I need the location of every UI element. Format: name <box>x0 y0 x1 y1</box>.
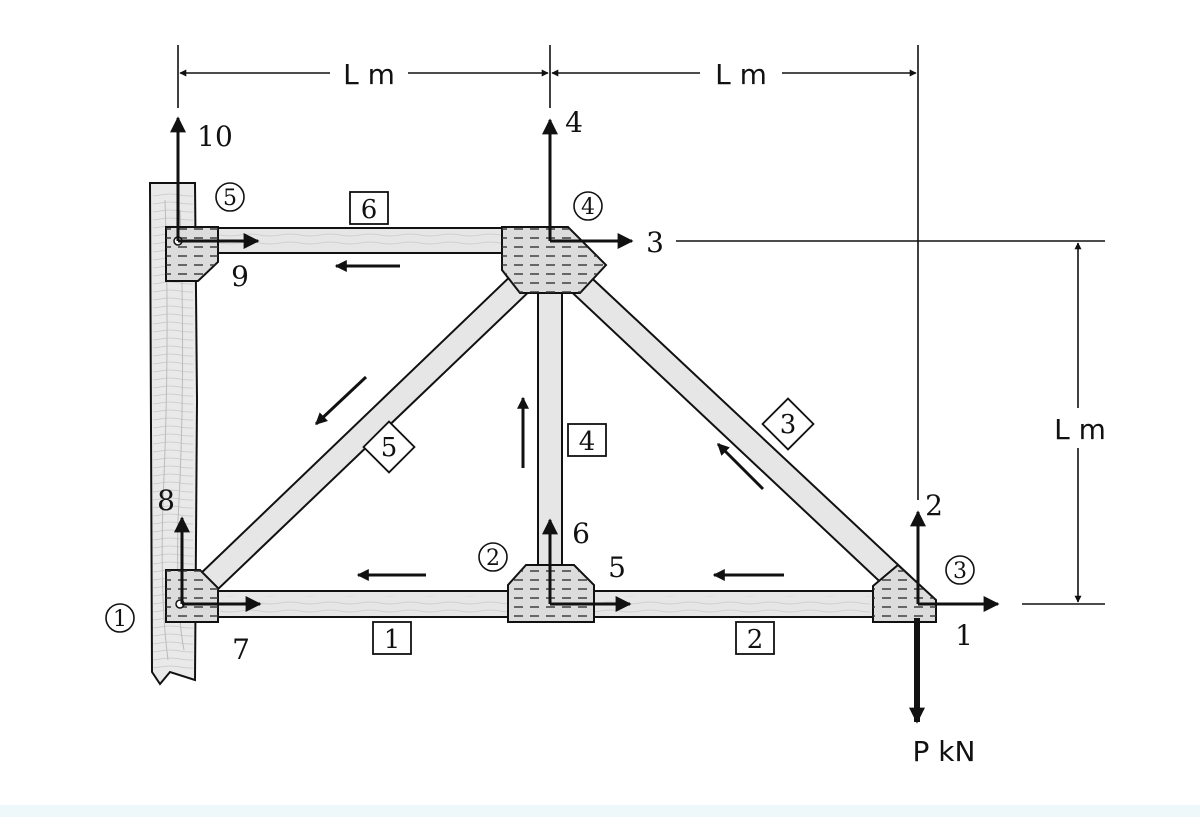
svg-text:5: 5 <box>381 433 398 463</box>
node-label-3: 3 <box>945 555 975 585</box>
svg-text:1: 1 <box>113 607 127 632</box>
gusset-node-4 <box>501 226 608 294</box>
dof-label-9: 9 <box>231 260 249 293</box>
node-label-5: 5 <box>215 182 245 212</box>
element-label-2: 2 <box>735 621 775 655</box>
dof-label-6: 6 <box>572 517 590 550</box>
node-label-2: 2 <box>478 542 508 572</box>
gusset-node-3 <box>872 563 937 623</box>
element-label-4: 4 <box>567 423 607 457</box>
dof-label-10: 10 <box>197 120 233 153</box>
svg-text:2: 2 <box>747 625 764 655</box>
element-label-3: 3 <box>761 397 815 451</box>
load-label: P kN <box>913 735 976 768</box>
dof-labels: 1 2 3 4 5 6 7 8 9 10 <box>157 106 973 666</box>
dof-label-2: 2 <box>925 489 943 522</box>
element-label-5: 5 <box>362 420 416 474</box>
member-direction-arrows <box>314 260 784 581</box>
dof-label-1: 1 <box>955 619 973 652</box>
svg-text:4: 4 <box>579 427 596 457</box>
dof-label-4: 4 <box>565 106 583 139</box>
dim-mask-left <box>330 60 408 86</box>
dim-label-height: L m <box>1054 413 1106 446</box>
dof-label-7: 7 <box>232 633 250 666</box>
dof-label-3: 3 <box>646 226 664 259</box>
svg-text:3: 3 <box>953 559 967 584</box>
element-labels: 6 4 1 2 5 3 <box>349 191 815 655</box>
svg-text:4: 4 <box>581 195 595 220</box>
gusset-node-1 <box>165 569 219 623</box>
dim-mask-right <box>700 60 782 86</box>
svg-text:6: 6 <box>361 195 378 225</box>
dof-arrows <box>170 116 1000 612</box>
gusset-node-5 <box>165 226 219 282</box>
dim-label-top-left: L m <box>343 58 395 91</box>
dof-label-8: 8 <box>157 484 175 517</box>
dim-mask-height <box>1050 408 1110 448</box>
svg-text:1: 1 <box>384 625 401 655</box>
svg-text:2: 2 <box>486 546 500 571</box>
member-5 <box>194 266 540 594</box>
element-label-6: 6 <box>349 191 389 225</box>
bottom-strip <box>0 805 1200 817</box>
element-label-1: 1 <box>372 621 412 655</box>
dim-label-top-right: L m <box>715 58 767 91</box>
node-label-1: 1 <box>105 603 135 633</box>
node-label-4: 4 <box>573 191 603 221</box>
dof-label-5: 5 <box>608 551 626 584</box>
svg-text:5: 5 <box>223 186 237 211</box>
node-labels: 5 4 1 2 3 <box>105 182 975 633</box>
svg-text:3: 3 <box>780 410 797 440</box>
member-3 <box>560 266 912 595</box>
